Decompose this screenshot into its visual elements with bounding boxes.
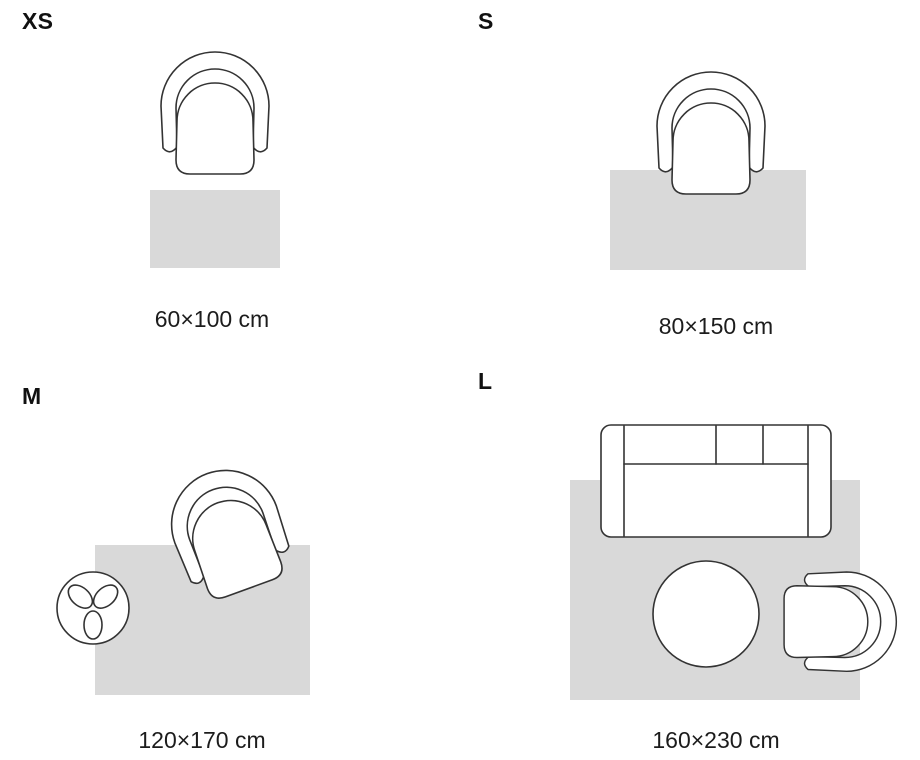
size-label-m: M [22,383,42,409]
armchair-icon [160,51,270,175]
plant-icon [56,571,130,645]
round-table-icon [652,560,760,668]
dimensions-caption-s: 80×150 cm [658,313,774,339]
scene-m [56,454,310,695]
dimensions-caption-xs: 60×100 cm [154,306,270,332]
sofa-icon [600,424,832,538]
armchair-icon [656,71,766,195]
dimensions-caption-m: 120×170 cm [138,727,266,753]
size-label-l: L [478,368,493,394]
scene-s [610,71,806,270]
armchair-icon [783,571,898,673]
scene-l [570,424,898,700]
scene-xs [150,51,280,268]
size-label-s: S [478,8,494,34]
rug-xs [150,190,280,268]
dimensions-caption-l: 160×230 cm [652,727,780,753]
size-label-xs: XS [22,8,54,34]
